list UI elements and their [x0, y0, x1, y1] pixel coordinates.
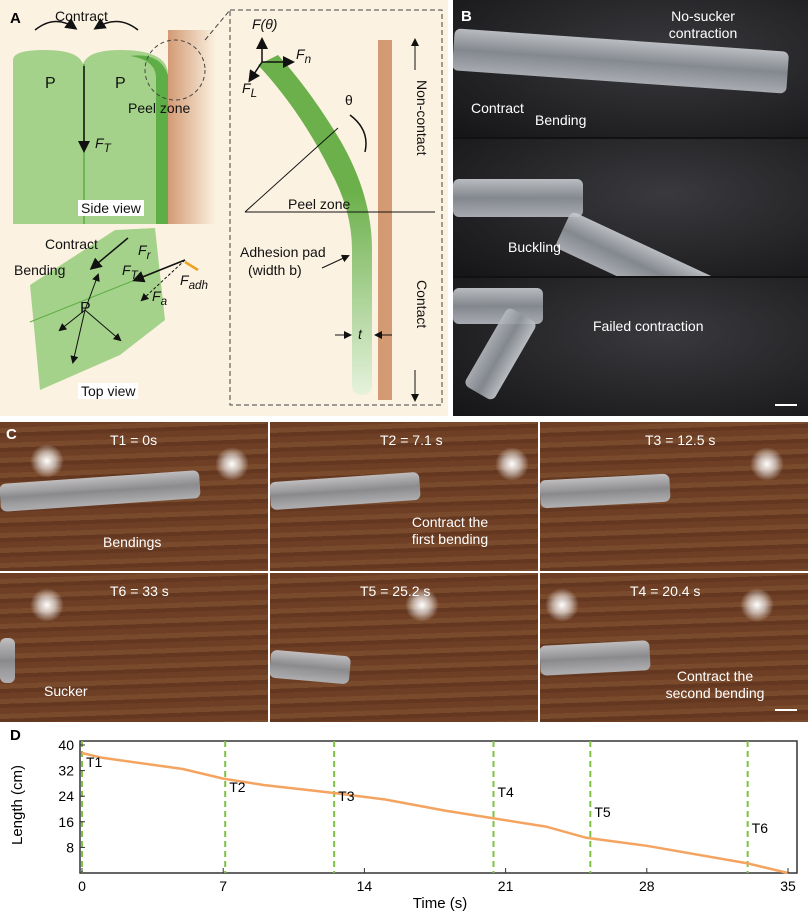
scale-bar [775, 709, 797, 711]
x-tick-label: 21 [498, 878, 514, 894]
marker-label: T6 [752, 820, 769, 836]
y-tick-label: 32 [58, 763, 74, 779]
marker-label: T1 [86, 754, 103, 770]
panel-a: A Contract P P Peel zone FT Side view Co… [0, 0, 448, 416]
side-view-label: Side view [78, 200, 144, 216]
y-axis-label: Length (cm) [9, 765, 26, 845]
peel-zone-label: Peel zone [128, 100, 191, 116]
peel-zone-label: Peel zone [288, 196, 351, 212]
length-series-line [81, 751, 789, 875]
frame-time: T5 = 25.2 s [360, 583, 431, 599]
panel-a-label: A [10, 10, 21, 27]
failed-contraction-label: Failed contraction [593, 318, 704, 334]
bending-label: Bending [14, 262, 66, 278]
adhesion-force-label: Fadh [180, 272, 209, 292]
theta-label: θ [345, 92, 353, 108]
contract-label: Contract [55, 8, 108, 24]
sucker-label: Sucker [44, 683, 88, 699]
x-tick-label: 14 [357, 878, 373, 894]
radial-force-label: Fr [138, 242, 151, 262]
frame-t1: C T1 = 0s Bendings [0, 422, 268, 571]
tension-force-label: FT [122, 262, 138, 282]
bending-label: Bending [535, 112, 587, 128]
y-tick-label: 40 [58, 737, 74, 753]
axial-force-label: Fa [152, 288, 168, 308]
contract-first-label: Contract the first bending [411, 514, 489, 547]
pressure-label: P [80, 300, 91, 317]
photo-failed-contraction: Failed contraction [453, 278, 808, 416]
frame-t6: T6 = 33 s Sucker [0, 573, 268, 722]
marker-label: T2 [229, 779, 246, 795]
panel-b: No-sucker contraction Contract Bending B… [453, 0, 808, 416]
frame-time: T6 = 33 s [110, 583, 169, 599]
frame-t3: T3 = 12.5 s [540, 422, 808, 571]
x-tick-label: 0 [78, 878, 86, 894]
panel-c-label: C [6, 426, 17, 443]
photo-no-sucker-contraction: No-sucker contraction Contract Bending B [453, 0, 808, 137]
width-label: (width b) [248, 262, 302, 278]
pressure-label: P [45, 75, 56, 92]
tension-force-label: FT [95, 135, 111, 155]
y-tick-label: 8 [66, 839, 74, 855]
x-tick-label: 7 [219, 878, 227, 894]
bendings-label: Bendings [103, 534, 162, 550]
contract-label: Contract [45, 236, 98, 252]
x-tick-label: 35 [780, 878, 796, 894]
contract-label: Contract [471, 100, 524, 116]
scale-bar [775, 404, 797, 406]
contact-label: Contact [414, 280, 430, 329]
frame-t5: T5 = 25.2 s [270, 573, 538, 722]
non-contact-label: Non-contact [414, 80, 430, 156]
frame-time: T4 = 20.4 s [630, 583, 701, 599]
photo-buckling: Buckling [453, 139, 808, 276]
frame-time: T3 = 12.5 s [645, 432, 716, 448]
frame-time: T1 = 0s [110, 432, 158, 448]
force-theta-label: F(θ) [252, 16, 278, 32]
frame-time: T2 = 7.1 s [380, 432, 443, 448]
top-view-label: Top view [78, 383, 139, 399]
contract-second-label: Contract the second bending [665, 668, 765, 701]
y-tick-label: 24 [58, 788, 74, 804]
no-sucker-label: No-sucker contraction [668, 8, 738, 41]
thickness-label: t [358, 326, 362, 342]
pressure-label: P [115, 75, 126, 92]
panel-c: C T1 = 0s Bendings T2 = 7.1 s Contract t… [0, 422, 808, 722]
normal-force-label: Fn [296, 46, 312, 66]
marker-label: T5 [594, 804, 611, 820]
frame-t2: T2 = 7.1 s Contract the first bending [270, 422, 538, 571]
panel-d-label: D [10, 727, 21, 744]
lateral-force-label: FL [242, 80, 258, 100]
panel-a-diagram [13, 9, 443, 406]
marker-label: T3 [338, 788, 355, 804]
adhesion-pad-label: Adhesion pad [240, 244, 326, 260]
x-axis-label: Time (s) [413, 895, 467, 912]
frame-t4: T4 = 20.4 s Contract the second bending [540, 573, 808, 722]
buckling-label: Buckling [508, 239, 561, 255]
plot-frame [79, 740, 798, 874]
y-tick-label: 16 [58, 814, 74, 830]
marker-label: T4 [497, 784, 514, 800]
x-tick-label: 28 [639, 878, 655, 894]
panel-b-label: B [461, 8, 472, 25]
